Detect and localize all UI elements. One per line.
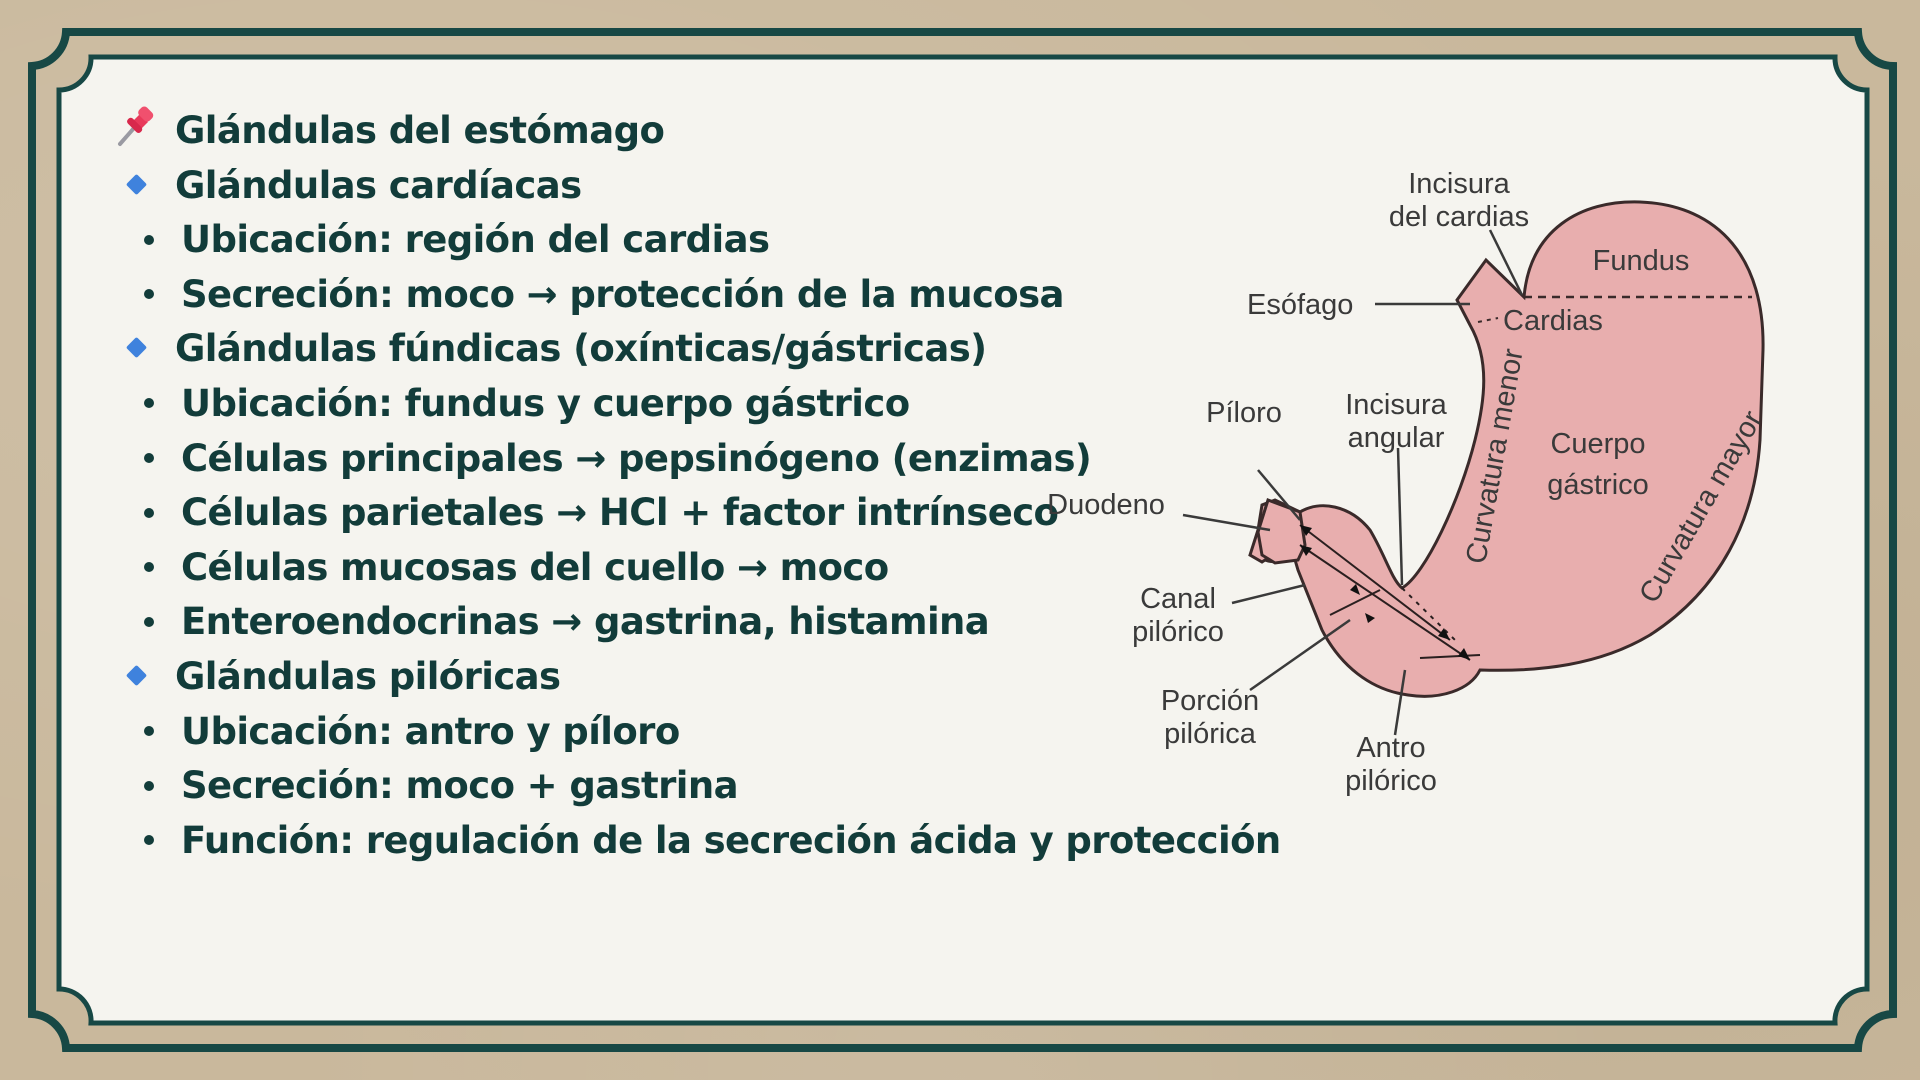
list-item: Función: regulación de la secreción ácid… bbox=[112, 814, 1281, 869]
bullet-icon bbox=[142, 377, 156, 432]
bullet-icon bbox=[142, 268, 156, 323]
leader-lines bbox=[1182, 229, 1524, 736]
label-antro-pilorico: pilórico bbox=[1345, 765, 1437, 797]
section-heading-fundicas: Glándulas fúndicas (oxínticas/gástricas) bbox=[112, 322, 1212, 377]
label-porcion-pilorica: Porción bbox=[1161, 685, 1259, 717]
list-item: Células principales → pepsinógeno (enzim… bbox=[112, 432, 1212, 487]
list-item: Células parietales → HCl + factor intrín… bbox=[112, 486, 1212, 541]
inner-panel bbox=[56, 54, 1870, 1026]
label-cardias: Cardias bbox=[1503, 305, 1603, 337]
label-piloro: Píloro bbox=[1206, 397, 1282, 429]
label-incisura-angular: Incisura bbox=[1345, 389, 1447, 421]
title-text: Glándulas del estómago bbox=[175, 109, 665, 152]
list-item: Células mucosas del cuello → moco bbox=[112, 541, 1212, 596]
label-cuerpo-gastrico: Cuerpo bbox=[1550, 428, 1645, 460]
label-porcion-pilorica: pilórica bbox=[1164, 718, 1257, 750]
label-incisura-cardias: Incisura bbox=[1408, 168, 1510, 200]
list-item: Secreción: moco + gastrina bbox=[112, 759, 1212, 814]
bullet-icon bbox=[142, 595, 156, 650]
label-incisura-cardias: del cardias bbox=[1389, 201, 1529, 233]
label-fundus: Fundus bbox=[1593, 245, 1690, 277]
bullet-icon bbox=[142, 759, 156, 814]
label-esofago: Esófago bbox=[1247, 289, 1353, 321]
bullet-icon bbox=[142, 814, 156, 869]
list-item: Ubicación: fundus y cuerpo gástrico bbox=[112, 377, 1212, 432]
list-item: Secreción: moco → protección de la mucos… bbox=[112, 268, 1212, 323]
label-duodeno: Duodeno bbox=[1047, 489, 1165, 521]
label-canal-pilorico: Canal bbox=[1140, 583, 1216, 615]
section-heading-piloricas: Glándulas pilóricas bbox=[112, 650, 1212, 705]
stomach-shape bbox=[1248, 200, 1765, 698]
label-antro-pilorico: Antro bbox=[1356, 732, 1425, 764]
label-incisura-angular: angular bbox=[1348, 422, 1445, 454]
list-item: Ubicación: región del cardias bbox=[112, 213, 1212, 268]
notes-title: Glándulas del estómago bbox=[112, 104, 1212, 159]
section-heading-cardiacas: Glándulas cardíacas bbox=[112, 159, 1212, 214]
bullet-icon bbox=[142, 486, 156, 541]
outer-frame-border bbox=[28, 28, 1897, 1052]
list-item: Enteroendocrinas → gastrina, histamina bbox=[112, 595, 1212, 650]
bullet-icon bbox=[142, 213, 156, 268]
label-canal-pilorico: pilórico bbox=[1132, 616, 1224, 648]
notes-content: Glándulas del estómago Glándulas cardíac… bbox=[112, 104, 1281, 869]
pushpin-icon bbox=[112, 104, 160, 164]
bullet-icon bbox=[142, 541, 156, 596]
bullet-icon bbox=[142, 705, 156, 760]
bullet-icon bbox=[142, 432, 156, 487]
list-item: Ubicación: antro y píloro bbox=[112, 705, 1212, 760]
label-cuerpo-gastrico: gástrico bbox=[1547, 469, 1649, 501]
